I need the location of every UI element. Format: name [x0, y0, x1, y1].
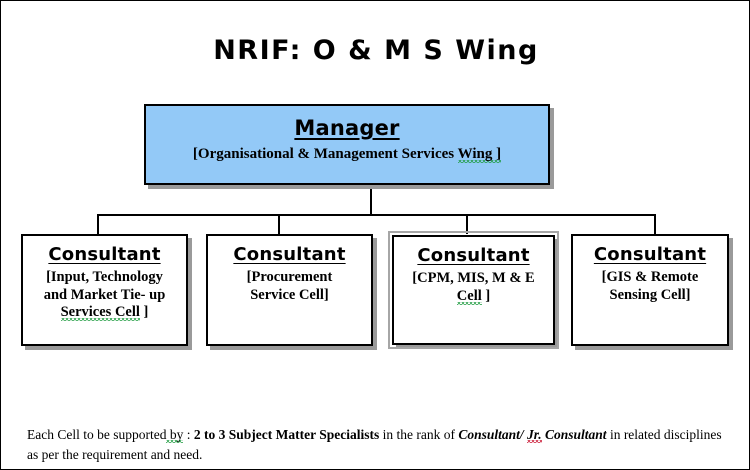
connector-drop-2: [278, 214, 280, 234]
node-consultant-3-cell-line1: [CPM, MIS, M & E: [412, 270, 535, 286]
node-manager[interactable]: Manager [Organisational & Management Ser…: [144, 104, 550, 185]
footnote-italic-consultant: Consultant/: [458, 427, 527, 442]
node-consultant-2-cell-line2: Service Cell]: [250, 286, 329, 303]
node-consultant-1-cell-line1: [Input, Technology: [46, 269, 163, 285]
connector-drop-1: [97, 214, 99, 234]
node-consultant-1-cell-line2: and Market Tie- up: [43, 286, 166, 303]
node-manager-cell-misspelling: Wing ]: [457, 146, 502, 162]
node-consultant-4-cell-line2: Sensing Cell]: [609, 286, 691, 303]
node-consultant-3[interactable]: Consultant [CPM, MIS, M & E Cell ]: [388, 231, 559, 349]
connector-drop-3: [466, 214, 468, 234]
node-consultant-1-cell-tail: ]: [139, 304, 149, 321]
footnote-misspelling-jr: Jr.: [527, 427, 542, 442]
connector-bus: [97, 214, 656, 216]
node-manager-cell: [Organisational & Management Services Wi…: [146, 145, 548, 163]
node-consultant-3-cell-line3: Cell ]: [401, 287, 546, 306]
node-consultant-2-cell: [Procurement Service Cell]: [208, 269, 371, 304]
footnote-misspelling-by: by: [166, 427, 184, 442]
footnote-rank-lead: in the rank of: [379, 427, 459, 442]
node-consultant-4[interactable]: Consultant [GIS & Remote Sensing Cell]: [571, 234, 729, 346]
node-consultant-1-cell-line3: Services Cell ]: [30, 304, 179, 322]
page-title: NRIF: O & M S Wing: [213, 35, 539, 66]
node-manager-role: Manager: [294, 116, 400, 140]
node-consultant-2[interactable]: Consultant [Procurement Service Cell]: [206, 234, 373, 346]
node-consultant-1-misspelling: Services Cell: [60, 304, 140, 321]
node-consultant-3-cell-tail: ]: [481, 287, 491, 304]
node-consultant-1[interactable]: Consultant [Input, Technology and Market…: [21, 234, 188, 346]
node-manager-cell-text: [Organisational & Management Services: [192, 146, 458, 162]
footnote-italic-jr-consultant: Consultant: [541, 427, 607, 442]
footnote-lead: Each Cell to be supported: [27, 427, 167, 442]
node-consultant-3-misspelling: Cell: [456, 287, 482, 304]
node-consultant-4-cell-line1: [GIS & Remote: [601, 269, 699, 285]
node-consultant-1-role: Consultant: [48, 244, 161, 265]
footnote-bold-specialists: 2 to 3 Subject Matter Specialists: [193, 427, 380, 442]
node-consultant-4-cell: [GIS & Remote Sensing Cell]: [573, 269, 727, 304]
node-consultant-2-cell-line1: [Procurement: [246, 269, 333, 285]
footnote-tail: in related disciplines as per the requir…: [27, 427, 722, 463]
connector-drop-4: [654, 214, 656, 234]
node-consultant-3-role: Consultant: [417, 245, 530, 266]
node-consultant-3-cell: [CPM, MIS, M & E Cell ]: [394, 270, 553, 305]
connector-manager-stem: [370, 184, 372, 215]
footnote: Each Cell to be supported by : 2 to 3 Su…: [27, 425, 727, 466]
node-consultant-1-cell: [Input, Technology and Market Tie- up Se…: [23, 269, 186, 322]
footnote-colon: :: [183, 427, 194, 442]
node-consultant-4-role: Consultant: [593, 244, 707, 265]
node-consultant-2-role: Consultant: [233, 244, 346, 265]
